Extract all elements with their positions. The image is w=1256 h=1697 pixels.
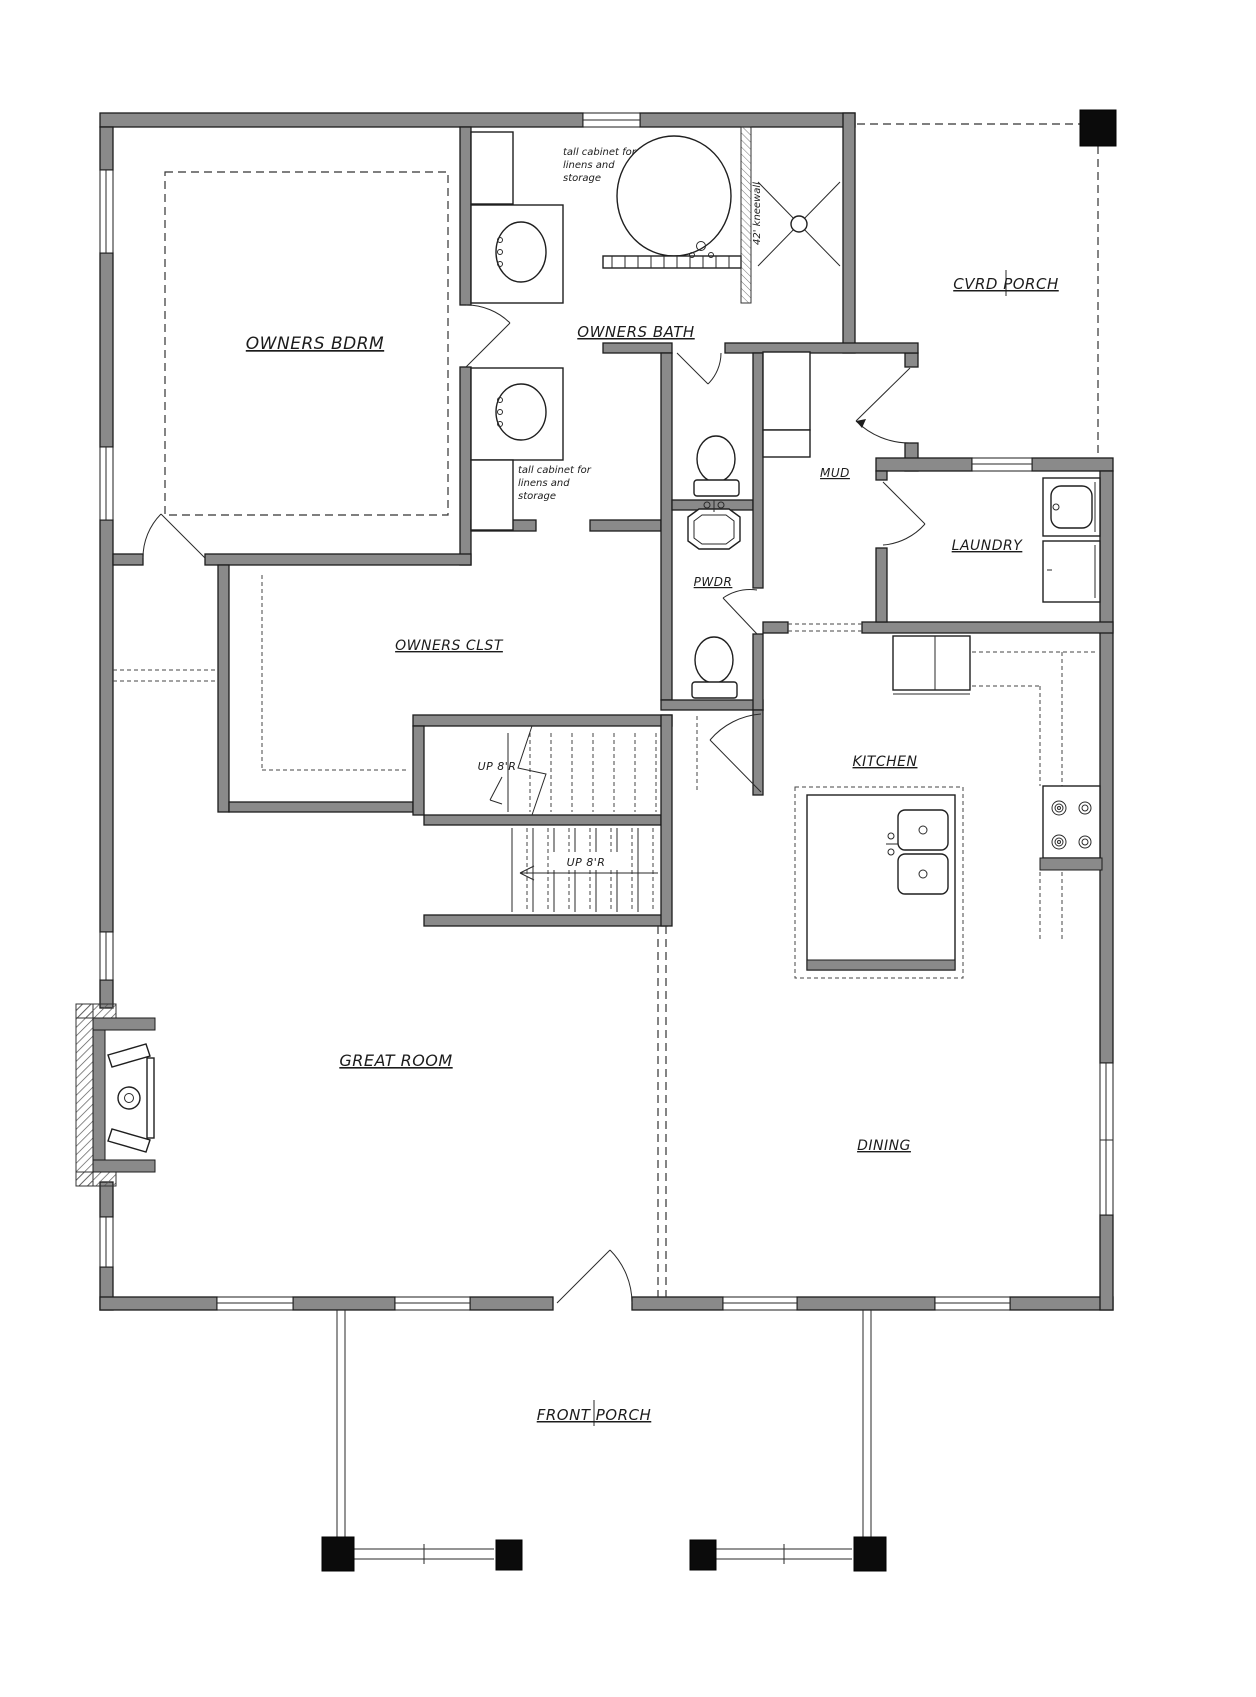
label-owners-clst: OWNERS CLST [395, 638, 504, 654]
tub-faucet [696, 241, 706, 251]
annotation-notes: tall cabinet for linens and storage tall… [518, 147, 763, 502]
shower [757, 181, 841, 267]
refrigerator [892, 635, 971, 695]
kneewall-note: 42' kneewall [752, 182, 763, 245]
label-owners-bath: OWNERS BATH [577, 323, 694, 341]
bath-fixtures [470, 126, 841, 699]
stair-up-arrow-1 [489, 776, 503, 805]
powder-sink [687, 500, 741, 550]
label-up-1: UP 8'R [478, 760, 517, 773]
front-porch-structure [321, 1310, 887, 1572]
island-overhang [794, 786, 964, 979]
linen-cabinet-2 [470, 459, 514, 531]
label-laundry: LAUNDRY [952, 538, 1024, 554]
island-sink-basin-2 [897, 853, 949, 895]
vanity-1 [470, 204, 564, 304]
label-great-room: GREAT ROOM [339, 1051, 452, 1070]
porch-post [853, 1536, 887, 1572]
window-bottom-1 [216, 1296, 294, 1311]
stairs [489, 725, 658, 912]
window-left-4 [99, 1216, 114, 1268]
label-cvrd-porch: CVRD PORCH [953, 275, 1059, 293]
island-sink-basin-1 [897, 809, 949, 851]
dryer [1042, 540, 1101, 603]
tub [602, 135, 742, 269]
window-top-bath [582, 112, 641, 128]
label-kitchen: KITCHEN [853, 754, 918, 770]
door-front [556, 1249, 633, 1304]
window-left-1 [99, 169, 114, 254]
shower-drain [790, 215, 808, 233]
range [1042, 785, 1101, 859]
mud-laundry-fixtures [762, 351, 1101, 603]
windows [99, 112, 1114, 1311]
label-front-porch: FRONT PORCH [537, 1406, 652, 1424]
vanity-2 [470, 367, 564, 461]
tray-ceiling-outline [164, 171, 449, 516]
exterior-walls [99, 112, 1114, 1311]
window-bottom-2 [394, 1296, 471, 1311]
label-dining: DINING [857, 1138, 911, 1154]
svg-text:linens and: linens and [563, 160, 615, 171]
porch-post [495, 1539, 523, 1571]
room-labels: OWNERS BDRM OWNERS BATH CVRD PORCH MUD L… [246, 270, 1059, 1426]
window-bottom-4 [934, 1296, 1011, 1311]
door-bath [465, 304, 511, 368]
svg-text:storage: storage [518, 491, 556, 502]
door-powder [722, 589, 758, 635]
door-mud-porch [855, 367, 911, 444]
fireplace [75, 1003, 156, 1187]
cabinet-note-2: tall cabinet for [518, 465, 592, 476]
range-counter-stub [1039, 857, 1103, 871]
dashed-lines [113, 123, 1099, 1297]
firebox-flue [117, 1086, 141, 1110]
doors [142, 304, 926, 1304]
kitchen-fixtures [806, 635, 1103, 971]
porch-post [321, 1536, 355, 1572]
label-up-2: UP 8'R [567, 856, 606, 869]
kitchen-island [806, 794, 956, 971]
svg-text:storage: storage [563, 173, 601, 184]
cvrd-porch-post [1079, 109, 1117, 147]
linen-cabinet-1 [470, 131, 514, 205]
door-bedroom [142, 513, 206, 559]
cabinet-note-1: tall cabinet for [563, 147, 637, 158]
window-left-3 [99, 931, 114, 981]
firebox-plate-top [107, 1043, 151, 1068]
toilet-powder [691, 636, 738, 699]
door-water-closet [676, 352, 722, 385]
kneewall [740, 126, 752, 304]
window-laundry [971, 457, 1033, 472]
svg-text:linens and: linens and [518, 478, 570, 489]
porch-post [689, 1539, 717, 1571]
label-owners-bdrm: OWNERS BDRM [246, 334, 384, 354]
window-bottom-3 [722, 1296, 798, 1311]
toilet-water-closet [693, 435, 740, 497]
mud-builtin [762, 351, 811, 431]
window-left-2 [99, 446, 114, 521]
firebox-plate-bottom [107, 1128, 151, 1153]
label-mud: MUD [820, 466, 850, 480]
window-dining [1099, 1062, 1114, 1216]
washer [1042, 477, 1101, 537]
stair-up-arrow-2 [519, 865, 658, 881]
stair-break-line [517, 725, 547, 816]
label-pwdr: PWDR [694, 575, 733, 589]
door-pantry [709, 713, 762, 793]
door-laundry [882, 481, 926, 546]
interior-walls [112, 126, 1114, 927]
